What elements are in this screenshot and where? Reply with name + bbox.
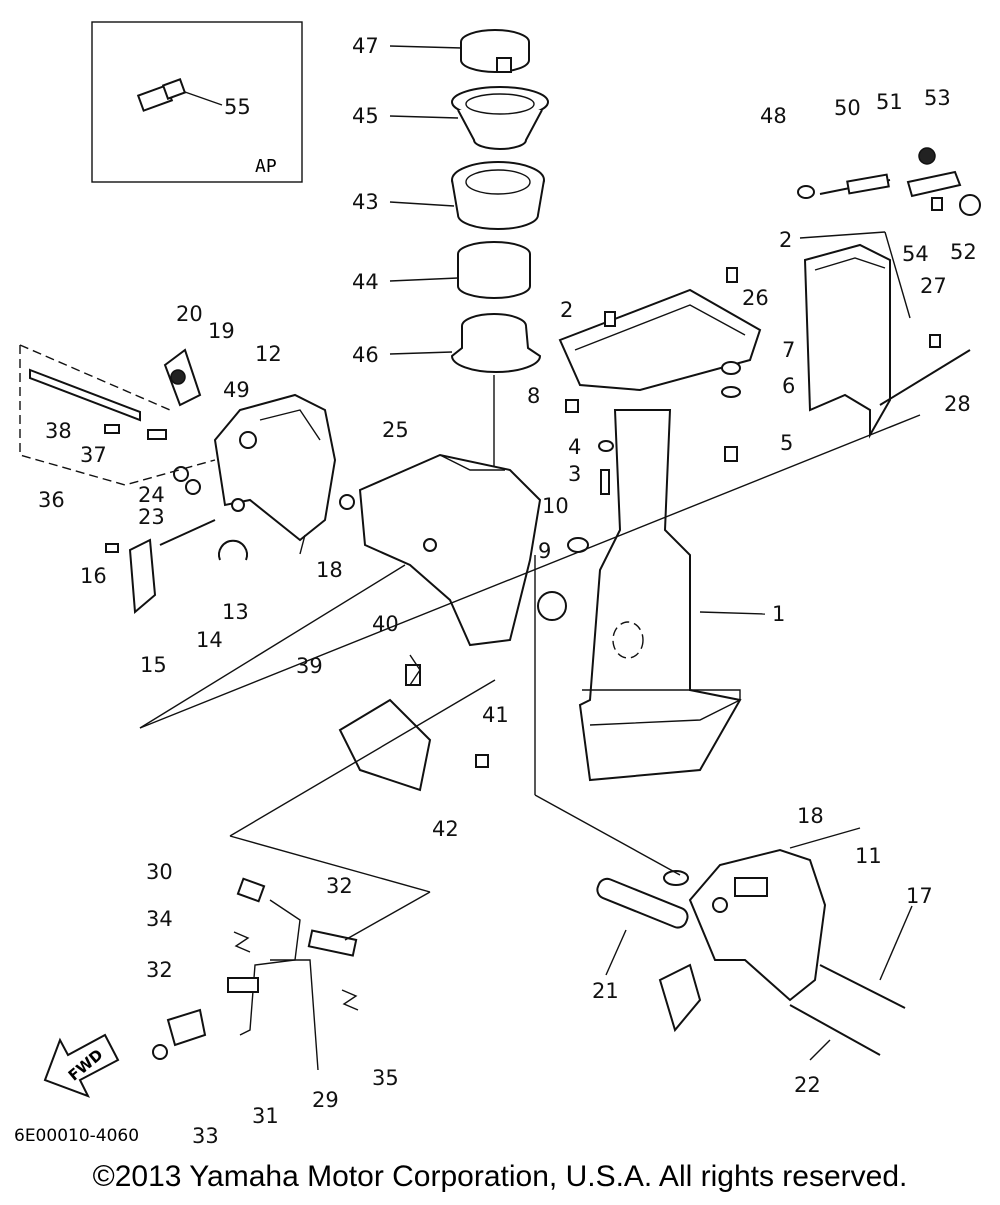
ap-inset-box	[91, 21, 303, 183]
copyright-notice: ©2013 Yamaha Motor Corporation, U.S.A. A…	[92, 1160, 908, 1193]
callout-24: 24	[138, 483, 165, 507]
drive-shaft-housing-1	[558, 288, 762, 782]
diagram-code: 6E00010-4060	[14, 1126, 140, 1146]
callout-2: 2	[779, 228, 793, 252]
callout-2: 2	[560, 298, 574, 322]
bolt-50-assembly	[797, 147, 981, 216]
callout-15: 15	[140, 653, 167, 677]
callout-22: 22	[794, 1073, 821, 1097]
callout-23: 23	[138, 505, 165, 529]
callout-12: 12	[255, 342, 282, 366]
callout-29: 29	[312, 1088, 339, 1112]
callout-11: 11	[855, 844, 882, 868]
callout-53: 53	[924, 86, 951, 110]
callout-33: 33	[192, 1124, 219, 1148]
callout-43: 43	[352, 190, 379, 214]
part-55-fitting	[136, 78, 223, 112]
exploded-parts-diagram	[19, 21, 981, 1098]
callout-52: 52	[950, 240, 977, 264]
steering-bracket-25	[358, 453, 542, 647]
callout-18: 18	[316, 558, 343, 582]
callout-4: 4	[568, 435, 582, 459]
callout-38: 38	[45, 419, 72, 443]
callout-48: 48	[760, 104, 787, 128]
callout-5: 5	[780, 431, 794, 455]
callout-44: 44	[352, 270, 379, 294]
callout-9: 9	[538, 539, 552, 563]
callout-32: 32	[146, 958, 173, 982]
callout-26: 26	[742, 286, 769, 310]
callout-55: 55	[224, 95, 251, 119]
callout-18: 18	[797, 804, 824, 828]
fwd-arrow-icon	[43, 1033, 120, 1098]
bush-47	[460, 29, 530, 73]
callout-1: 1	[772, 602, 786, 626]
clamp-bracket-11	[688, 848, 827, 1002]
callout-30: 30	[146, 860, 173, 884]
leader-lines	[139, 45, 921, 1061]
callout-50: 50	[834, 96, 861, 120]
callout-14: 14	[196, 628, 223, 652]
callout-42: 42	[432, 817, 459, 841]
bush-44	[457, 241, 531, 299]
callout-34: 34	[146, 907, 173, 931]
callout-37: 37	[80, 443, 107, 467]
bush-43	[451, 161, 545, 230]
bush-46	[450, 313, 542, 373]
callout-46: 46	[352, 343, 379, 367]
callout-25: 25	[382, 418, 409, 442]
callout-51: 51	[876, 90, 903, 114]
callout-39: 39	[296, 654, 323, 678]
inset-label: AP	[255, 156, 277, 177]
callout-40: 40	[372, 612, 399, 636]
callout-20: 20	[176, 302, 203, 326]
callout-27: 27	[920, 274, 947, 298]
callout-32: 32	[326, 874, 353, 898]
callout-41: 41	[482, 703, 509, 727]
callout-6: 6	[782, 374, 796, 398]
cover-26	[803, 243, 891, 439]
callout-19: 19	[208, 319, 235, 343]
clamp-bracket-12	[213, 393, 337, 542]
callout-36: 36	[38, 488, 65, 512]
callout-45: 45	[352, 104, 379, 128]
callout-28: 28	[944, 392, 971, 416]
steering-link-assembly	[152, 654, 421, 1071]
callout-13: 13	[222, 600, 249, 624]
callout-35: 35	[372, 1066, 399, 1090]
callout-16: 16	[80, 564, 107, 588]
callout-3: 3	[568, 462, 582, 486]
callout-49: 49	[223, 378, 250, 402]
callout-17: 17	[906, 884, 933, 908]
callout-7: 7	[782, 338, 796, 362]
callout-47: 47	[352, 34, 379, 58]
bush-45	[451, 86, 549, 150]
callout-54: 54	[902, 242, 929, 266]
callout-8: 8	[527, 384, 541, 408]
callout-31: 31	[252, 1104, 279, 1128]
callout-10: 10	[542, 494, 569, 518]
callout-21: 21	[592, 979, 619, 1003]
